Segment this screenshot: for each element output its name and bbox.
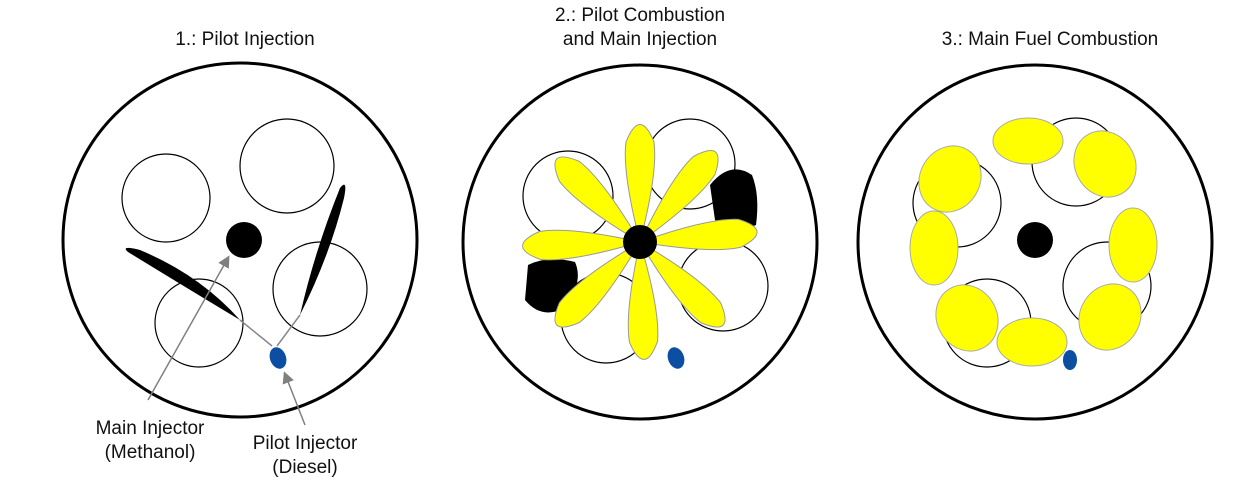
pilot-injector-arrow xyxy=(282,371,306,426)
pilot-injector-fuel: (Diesel) xyxy=(272,457,338,478)
panel-3-title: 3.: Main Fuel Combustion xyxy=(941,29,1159,50)
main-injector-arrow xyxy=(147,255,230,401)
panel-2-title-line2: and Main Injection xyxy=(562,29,718,50)
main-injector-label: Main Injector (Methanol) xyxy=(70,417,230,465)
main-injector-name: Main Injector xyxy=(95,418,205,439)
panel-2-cylinder xyxy=(461,63,819,421)
panel-3-cylinder xyxy=(856,63,1214,421)
panel-2-title-line1: 2.: Pilot Combustion xyxy=(554,5,726,26)
main-injector-fuel: (Methanol) xyxy=(104,442,196,463)
pilot-injector-label: Pilot Injector (Diesel) xyxy=(230,432,380,480)
pilot-injector-name: Pilot Injector xyxy=(252,433,358,454)
panel-1-cylinder xyxy=(61,61,419,426)
panel-2-title: 2.: Pilot Combustion and Main Injection xyxy=(510,4,770,52)
pilot-injector-dot xyxy=(269,347,287,369)
main-injector-dot xyxy=(226,222,262,258)
panel-1-title: 1.: Pilot Injection xyxy=(175,29,315,50)
